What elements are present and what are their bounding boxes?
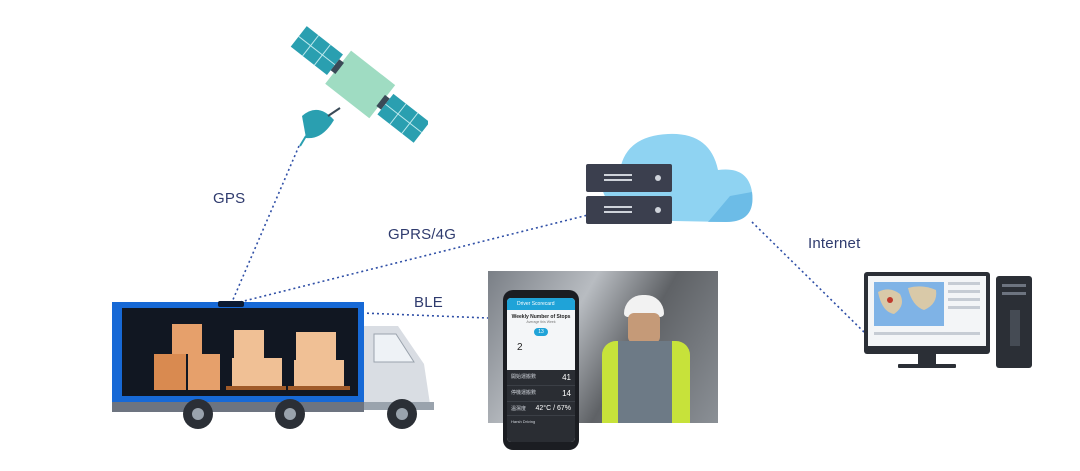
internet-label: Internet <box>808 235 861 252</box>
phone-row: 溫濕度 42°C / 67% <box>507 402 575 416</box>
ble-label: BLE <box>414 294 443 311</box>
gprs-link-line <box>239 213 593 303</box>
phone-row: 停機運搬數 14 <box>507 386 575 402</box>
gps-link-line <box>231 145 300 303</box>
phone-row: Harsh Driving <box>507 416 575 427</box>
phone-header: Driver Scorecard <box>507 298 575 310</box>
server-icon <box>586 164 672 224</box>
desktop-monitor-icon <box>864 272 1032 368</box>
phone-row-label: 溫濕度 <box>511 406 527 412</box>
phone-title: Weekly Number of Stops <box>511 314 571 320</box>
phone-screen: Driver Scorecard Weekly Number of Stops … <box>507 298 575 442</box>
gprs-label: GPRS/4G <box>388 226 457 243</box>
ble-link-line <box>361 312 489 319</box>
driver-figure <box>588 295 698 423</box>
phone-row-value: 41 <box>562 373 571 382</box>
phone-row-value: 14 <box>562 389 571 398</box>
truck-icon <box>112 301 434 429</box>
phone-row-value: 42°C / 67% <box>535 405 572 412</box>
gps-label: GPS <box>213 190 246 207</box>
phone-subtitle: Average this Week <box>526 320 556 324</box>
phone-row: 開始運搬數 41 <box>507 370 575 386</box>
satellite-icon <box>290 26 428 147</box>
cargo-crates <box>154 324 350 390</box>
phone-big-number: 2 <box>517 342 523 353</box>
smartphone-icon: Driver Scorecard Weekly Number of Stops … <box>503 290 579 450</box>
internet-link-line <box>751 221 867 335</box>
phone-badge: 13 <box>534 328 548 336</box>
phone-row-label: Harsh Driving <box>511 419 536 424</box>
phone-rows: 開始運搬數 41 停機運搬數 14 溫濕度 42°C / 67% Harsh D… <box>507 370 575 442</box>
phone-row-label: 開始運搬數 <box>511 374 537 380</box>
tracker-device <box>218 301 244 307</box>
phone-row-label: 停機運搬數 <box>511 390 537 396</box>
